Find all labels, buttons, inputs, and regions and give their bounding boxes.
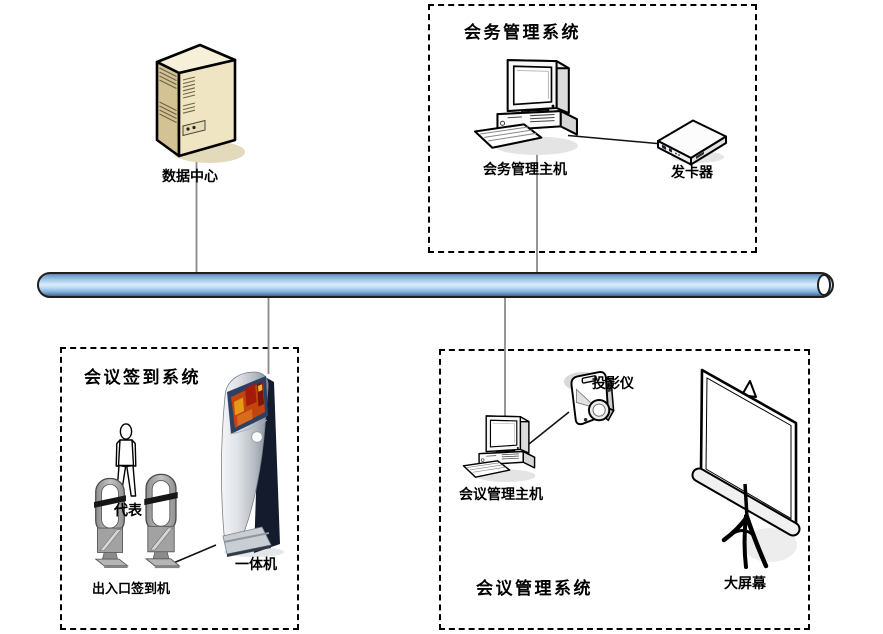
label-projector: 投影仪 — [592, 376, 634, 392]
label-affairs-host: 会务管理主机 — [483, 162, 567, 178]
group-box-meeting-checkin-system: 会议签到系统 — [60, 347, 299, 630]
projector-icon — [563, 371, 615, 426]
group-box-meeting-management-system: 会议管理系统 — [439, 349, 810, 630]
label-card-issuer: 发卡器 — [671, 165, 713, 181]
network-bus-pipe-end-cap — [817, 274, 831, 296]
projection-screen-icon — [691, 368, 801, 569]
meeting-host-computer-icon — [462, 415, 536, 483]
label-kiosk: 一体机 — [235, 557, 277, 573]
label-entrance-checkin-machine: 出入口签到机 — [91, 582, 171, 597]
checkin-gate-left-icon — [94, 477, 129, 568]
kiosk-icon — [221, 371, 284, 557]
group-title-meeting-checkin-system: 会议签到系统 — [84, 368, 201, 388]
data-center-server-icon — [155, 43, 245, 163]
label-data-center: 数据中心 — [162, 169, 218, 185]
network-bus-pipe — [37, 272, 834, 298]
label-big-screen: 大屏幕 — [724, 576, 766, 592]
delegate-person-icon — [115, 423, 137, 497]
label-meeting-host: 会议管理主机 — [459, 487, 543, 503]
label-delegate: 代表 — [114, 503, 142, 519]
checkin-gate-right-icon — [144, 473, 181, 569]
group-title-conference-affairs-system: 会务管理系统 — [464, 23, 581, 43]
group-box-conference-affairs-system: 会务管理系统 — [428, 4, 757, 253]
card-issuer-icon — [657, 119, 727, 166]
affairs-host-computer-icon — [474, 59, 578, 155]
group-title-meeting-management-system: 会议管理系统 — [476, 579, 593, 599]
